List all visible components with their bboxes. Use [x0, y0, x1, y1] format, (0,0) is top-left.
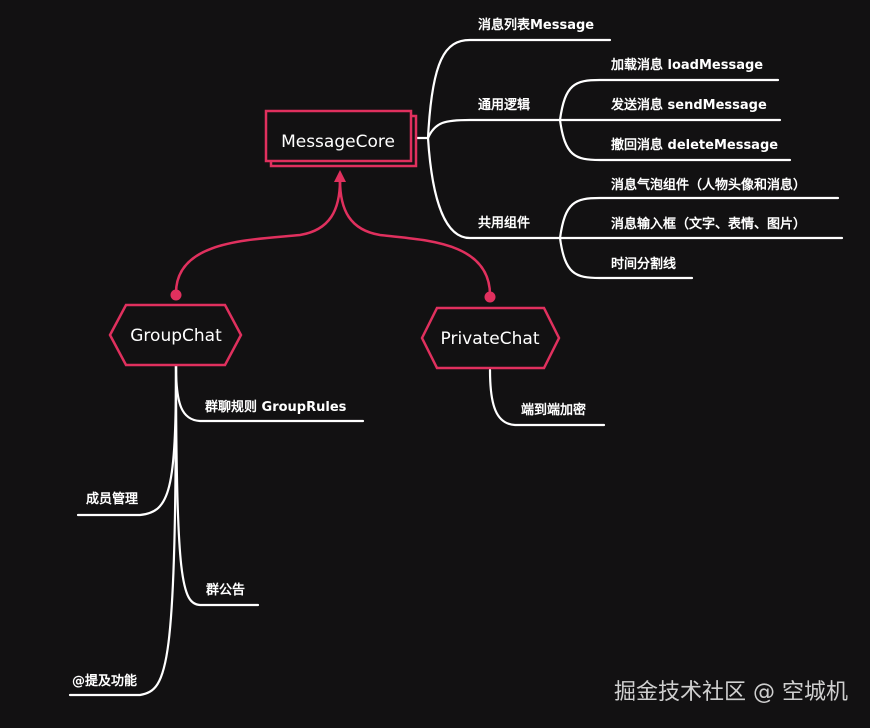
- leaf-time-divider: 时间分割线: [611, 256, 676, 272]
- connector-dot-group: [170, 289, 182, 301]
- leaf-e2e-encryption: 端到端加密: [521, 402, 586, 418]
- connector-shared-components: [426, 136, 562, 240]
- node-privatechat[interactable]: PrivateChat: [420, 306, 561, 370]
- leaf-mention-feature: @提及功能: [72, 673, 137, 689]
- group-branch-lines: [68, 364, 365, 697]
- private-branch-lines: [488, 368, 606, 427]
- leaf-member-management: 成员管理: [86, 491, 138, 507]
- hierarchy-connectors: [170, 170, 496, 303]
- watermark-text: 掘金技术社区 @ 空城机: [614, 680, 848, 705]
- leaf-bubble-component: 消息气泡组件（人物头像和消息）: [611, 177, 806, 193]
- arrow-head: [334, 170, 346, 182]
- leaf-shared-components: 共用组件: [478, 215, 530, 231]
- leaf-input-box: 消息输入框（文字、表情、图片）: [611, 216, 806, 232]
- node-groupchat[interactable]: GroupChat: [108, 303, 243, 367]
- leaf-group-rules: 群聊规则 GroupRules: [205, 399, 347, 415]
- leaf-common-logic: 通用逻辑: [478, 97, 530, 113]
- connector-message-list: [426, 38, 612, 140]
- node-messagecore[interactable]: MessageCore: [264, 109, 418, 168]
- connector-common-logic: [426, 118, 562, 140]
- leaf-send-message: 发送消息 sendMessage: [610, 97, 767, 113]
- leaf-delete-message: 撤回消息 deleteMessage: [611, 137, 778, 153]
- leaf-message-list: 消息列表Message: [478, 17, 594, 33]
- connector-dot-private: [484, 291, 496, 303]
- node-groupchat-label: GroupChat: [130, 326, 222, 346]
- node-messagecore-label: MessageCore: [281, 132, 395, 152]
- leaf-load-message: 加载消息 loadMessage: [610, 57, 763, 73]
- core-branch-lines: [410, 38, 844, 280]
- leaf-group-announcement: 群公告: [206, 582, 245, 598]
- node-privatechat-label: PrivateChat: [441, 329, 540, 349]
